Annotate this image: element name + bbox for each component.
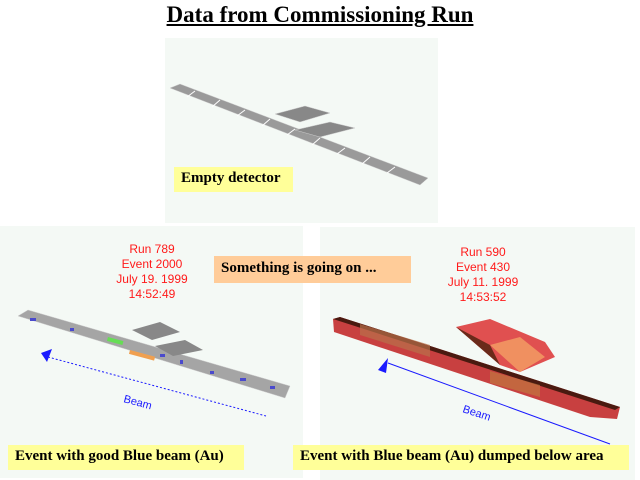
empty-detector-image — [169, 83, 429, 186]
event-number: Event 2000 — [121, 257, 183, 271]
event-number: Event 430 — [455, 260, 511, 274]
left-event-info: Run 789 Event 2000 July 19. 1999 14:52:4… — [100, 242, 204, 302]
page-title: Data from Commissioning Run — [166, 2, 474, 27]
event-time: 14:53:52 — [459, 290, 507, 304]
event-date: July 11. 1999 — [447, 275, 519, 289]
run-number: Run 789 — [129, 242, 175, 256]
something-going-on-label: Something is going on ... — [214, 256, 411, 283]
event-date: July 19. 1999 — [116, 272, 188, 286]
beam-label: Beam — [461, 403, 492, 423]
beam-label: Beam — [122, 393, 153, 412]
dumped-beam-caption: Event with Blue beam (Au) dumped below a… — [293, 445, 629, 470]
good-beam-event-image: Beam — [17, 309, 291, 417]
empty-detector-panel — [165, 38, 438, 223]
right-event-info: Run 590 Event 430 July 11. 1999 14:53:52 — [431, 245, 535, 305]
good-beam-panel: Beam — [0, 226, 303, 478]
empty-detector-label: Empty detector — [174, 167, 293, 192]
event-time: 14:52:49 — [128, 287, 176, 301]
good-beam-caption: Event with good Blue beam (Au) — [8, 445, 244, 470]
dumped-beam-event-image: Beam — [333, 317, 620, 445]
run-number: Run 590 — [460, 245, 506, 259]
